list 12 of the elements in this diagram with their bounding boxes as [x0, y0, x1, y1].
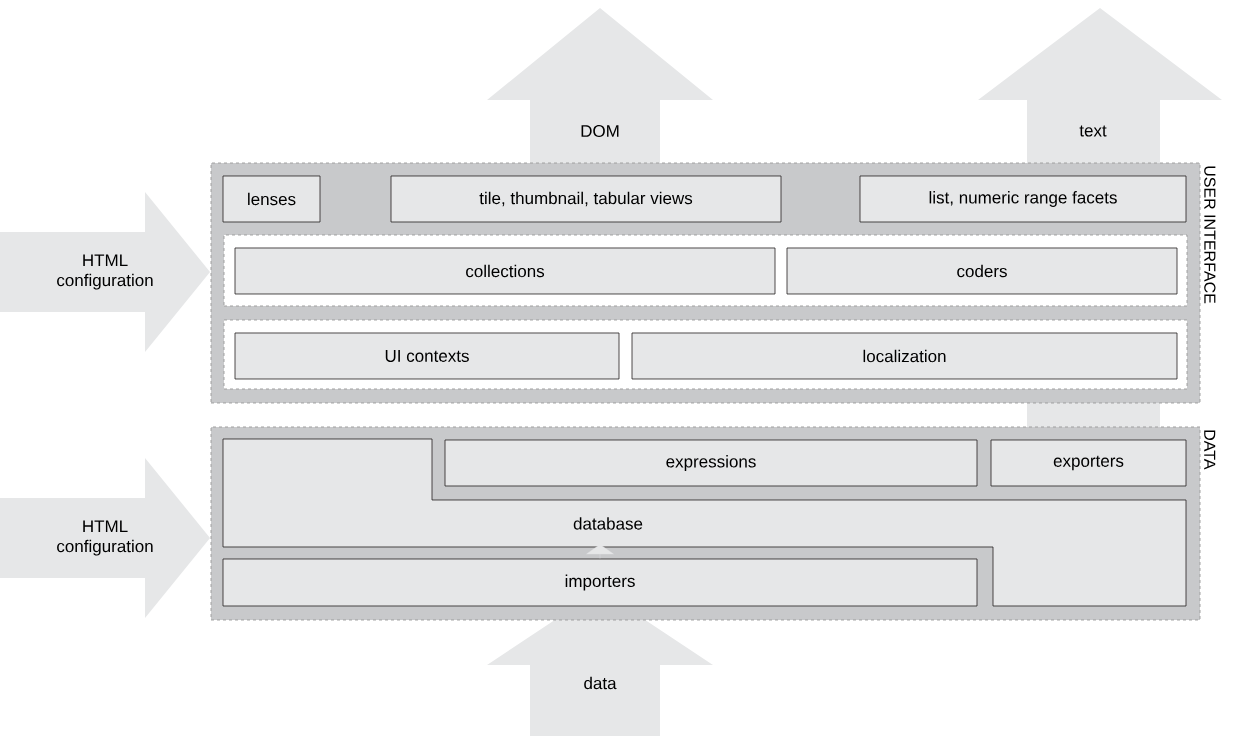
module-box: coders: [786, 247, 1178, 295]
module-box: importers: [222, 558, 978, 607]
module-box: exporters: [990, 439, 1187, 487]
module-box: lenses: [222, 175, 321, 223]
module-box: list, numeric range facets: [859, 175, 1187, 223]
module-box: localization: [631, 332, 1178, 380]
module-box: collections: [234, 247, 776, 295]
layer-label: USER INTERFACE: [1204, 166, 1216, 304]
module-box: UI contexts: [234, 332, 620, 380]
arrow: [586, 544, 614, 559]
module-box: tile, thumbnail, tabular views: [390, 175, 782, 223]
module-box: expressions: [444, 439, 978, 487]
